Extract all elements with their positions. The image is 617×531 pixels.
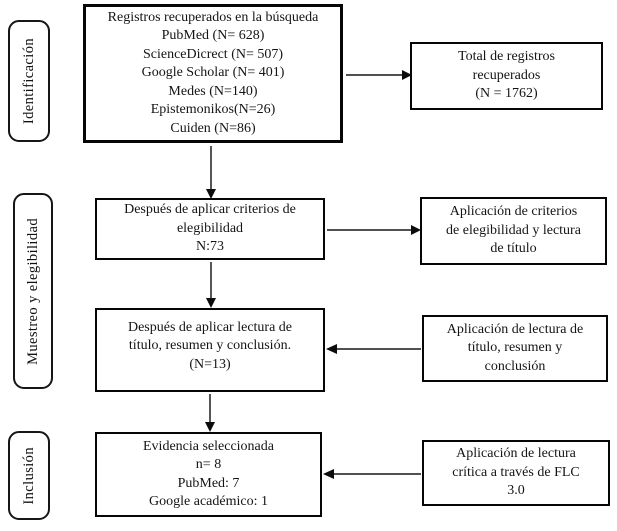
- box-lectura-titulo-resumen: Después de aplicar lectura de título, re…: [95, 308, 325, 392]
- arrow-critica-to-evidencia-icon: [323, 469, 421, 479]
- box-aplicacion-lectura-critica: Aplicación de lectura crítica a través d…: [422, 440, 610, 506]
- box-registros-recuperados-busqueda: Registros recuperados en la búsqueda Pub…: [83, 4, 343, 143]
- arrow-busqueda-to-total-icon: [346, 70, 412, 80]
- box-line: Cuiden (N=86): [170, 120, 256, 136]
- box-criterios-elegibilidad: Después de aplicar criterios de elegibil…: [95, 198, 325, 260]
- stage-identificacion: Identificación: [8, 20, 50, 142]
- box-line: Después de aplicar lectura de: [127, 320, 293, 335]
- box-line: Google académico: 1: [149, 493, 268, 509]
- box-line: recuperados: [472, 67, 541, 83]
- box-evidencia-seleccionada: Evidencia seleccionada n= 8 PubMed: 7 Go…: [95, 432, 322, 517]
- box-line: (N=13): [189, 356, 231, 372]
- box-total-registros: Total de registros recuperados (N = 1762…: [410, 42, 603, 110]
- box-line: PubMed (N= 628): [161, 28, 265, 44]
- box-line: Evidencia seleccionada: [143, 438, 274, 454]
- box-line: crítica a través de FLC: [452, 464, 580, 480]
- stage-identificacion-label: Identificación: [20, 37, 37, 125]
- box-line: N:73: [196, 239, 224, 255]
- box-line: PubMed: 7: [177, 475, 240, 491]
- stage-inclusion: Inclusión: [8, 431, 50, 520]
- box-line: Medes (N=140): [168, 83, 258, 99]
- box-aplicacion-lectura-titulo: Aplicación de lectura de título, resumen…: [422, 315, 608, 382]
- arrow-criterios-to-lectura-icon: [206, 262, 216, 308]
- box-line: de elegibilidad y lectura: [446, 222, 581, 238]
- box-line: Google Scholar (N= 401): [141, 65, 285, 81]
- arrow-busqueda-to-criterios-icon: [206, 146, 216, 199]
- box-line: título, resumen y conclusión.: [128, 338, 292, 354]
- stage-muestreo-elegibilidad: Muestreo y elegibilidad: [13, 193, 53, 389]
- box-line: 3.0: [507, 483, 525, 499]
- box-line: Aplicación de lectura: [456, 446, 576, 462]
- box-line: Total de registros: [458, 49, 555, 65]
- arrow-criterios-to-aplicacion-icon: [327, 225, 421, 235]
- box-aplicacion-criterios: Aplicación de criterios de elegibilidad …: [420, 197, 607, 265]
- box-line: elegibilidad: [176, 220, 244, 236]
- box-line: Aplicación de criterios: [449, 204, 578, 220]
- stage-muestreo-elegibilidad-label: Muestreo y elegibilidad: [24, 217, 41, 365]
- box-line: Registros recuperados en la búsqueda: [107, 10, 319, 26]
- box-line: conclusión: [484, 358, 546, 374]
- box-line: Después de aplicar criterios de: [124, 202, 296, 218]
- box-line: n= 8: [195, 457, 222, 473]
- box-line: (N = 1762): [475, 86, 538, 102]
- box-line: Epistemonikos(N=26): [150, 102, 276, 118]
- box-line: título, resumen y: [467, 340, 563, 356]
- arrow-aplicacion-to-lectura-icon: [326, 344, 421, 354]
- box-line: Aplicación de lectura de: [446, 321, 584, 337]
- stage-inclusion-label: Inclusión: [20, 446, 37, 505]
- box-line: ScienceDicrect (N= 507): [142, 46, 284, 62]
- arrow-lectura-to-evidencia-icon: [205, 394, 215, 432]
- box-line: de título: [490, 241, 537, 257]
